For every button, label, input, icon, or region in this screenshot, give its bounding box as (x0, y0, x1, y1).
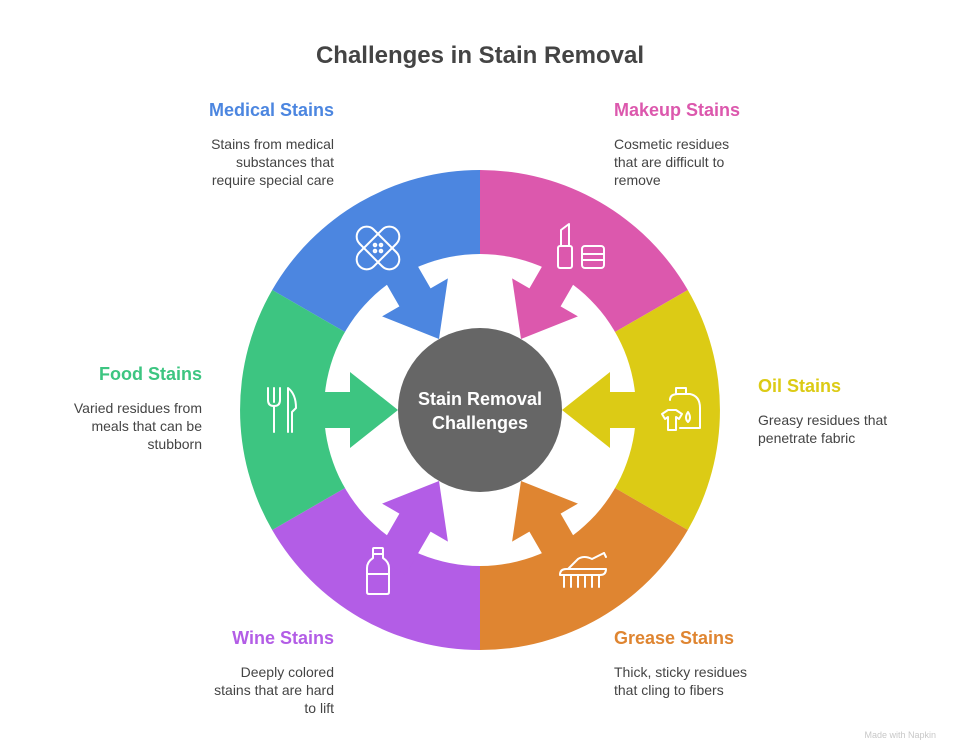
label-grease: Grease Stains Thick, sticky residues tha… (614, 628, 814, 699)
bottle-icon (366, 547, 390, 595)
medical-desc-line: require special care (211, 172, 334, 188)
wine-desc-line: Deeply colored (240, 664, 334, 680)
makeup-title: Makeup Stains (614, 100, 741, 120)
oil-desc-line: penetrate fabric (758, 430, 856, 446)
oil-desc: Greasy residues that penetrate fabric (758, 411, 948, 447)
food-desc-line: Varied residues from (73, 400, 202, 416)
makeup-desc: Cosmetic residues that are difficult to … (614, 135, 814, 189)
arrow-wine (374, 481, 448, 575)
center-label-line2: Challenges (432, 413, 528, 433)
grease-desc-line: that cling to fibers (614, 682, 724, 698)
grease-title: Grease Stains (614, 628, 735, 648)
label-wine: Wine Stains Deeply colored stains that a… (134, 628, 334, 717)
medical-title: Medical Stains (208, 100, 334, 120)
food-desc-line: stubborn (147, 436, 202, 452)
wine-desc-line: to lift (304, 700, 334, 716)
arrow-oil (562, 372, 660, 448)
label-medical: Medical Stains Stains from medical subst… (134, 100, 334, 189)
medical-desc-line: substances that (235, 154, 334, 170)
oil-desc-line: Greasy residues that (758, 412, 888, 428)
wine-desc: Deeply colored stains that are hard to l… (134, 663, 334, 717)
center-label-line1: Stain Removal (418, 389, 542, 409)
grease-desc: Thick, sticky residues that cling to fib… (614, 663, 814, 699)
label-makeup: Makeup Stains Cosmetic residues that are… (614, 100, 814, 189)
fork-knife-icon (267, 387, 297, 433)
arrows (300, 245, 660, 575)
makeup-desc-line: that are difficult to (614, 154, 725, 170)
label-food: Food Stains Varied residues from meals t… (2, 364, 202, 453)
page-title: Challenges in Stain Removal (315, 42, 645, 69)
grease-desc-line: Thick, sticky residues (614, 664, 748, 680)
watermark: Made with Napkin (864, 730, 936, 740)
oil-title: Oil Stains (758, 376, 842, 396)
arrow-grease (512, 481, 586, 575)
bandage-icon (355, 225, 401, 271)
scrub-brush-icon (559, 552, 607, 588)
center-circle (398, 328, 562, 492)
wine-title: Wine Stains (232, 628, 334, 648)
medical-desc: Stains from medical substances that requ… (134, 135, 334, 189)
lipstick-icon (557, 223, 605, 269)
label-oil: Oil Stains Greasy residues that penetrat… (758, 376, 948, 447)
food-desc: Varied residues from meals that can be s… (2, 399, 202, 453)
arrow-food (300, 372, 398, 448)
wine-desc-line: stains that are hard (214, 682, 334, 698)
makeup-desc-line: remove (614, 172, 661, 188)
detergent-icon (661, 387, 701, 431)
makeup-desc-line: Cosmetic residues (614, 136, 730, 152)
food-desc-line: meals that can be (91, 418, 202, 434)
medical-desc-line: Stains from medical (211, 136, 334, 152)
food-title: Food Stains (99, 364, 202, 384)
